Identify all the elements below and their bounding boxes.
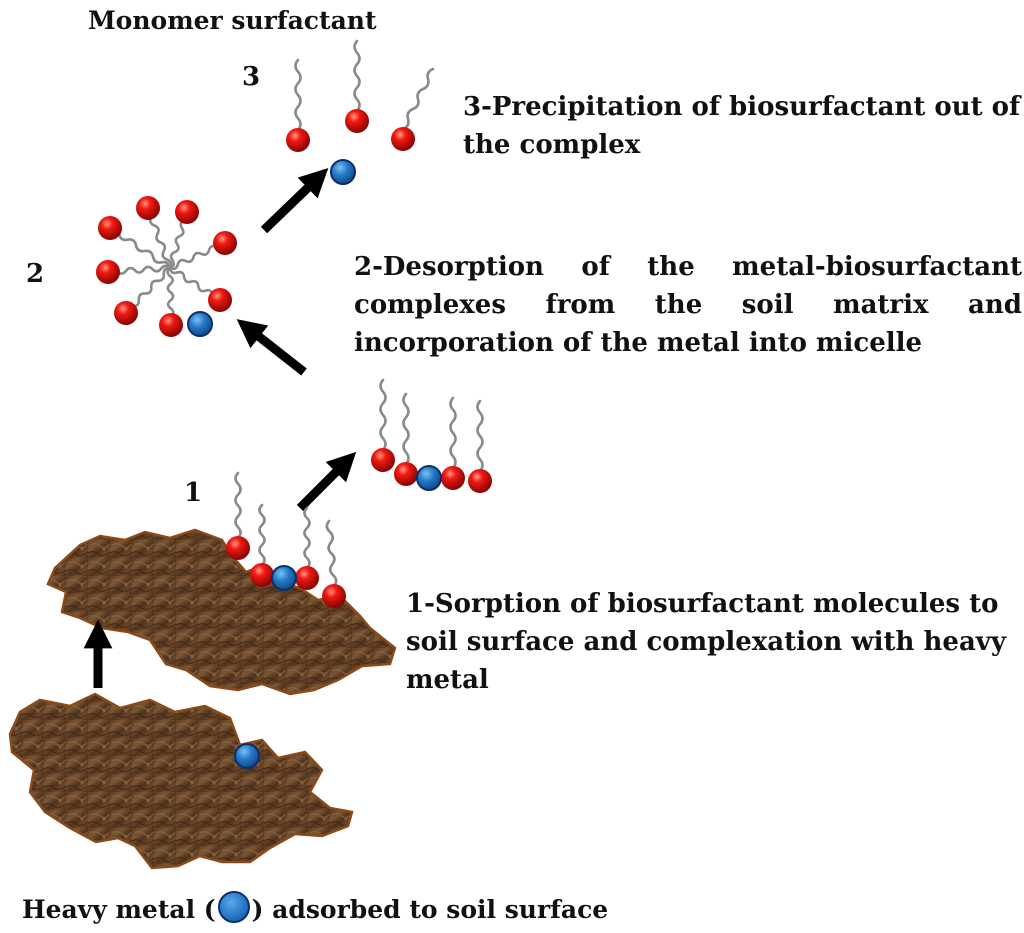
surfactant-tail xyxy=(294,58,302,132)
surfactant-head xyxy=(250,563,274,587)
surfactant-tail xyxy=(234,471,242,540)
surfactant-head xyxy=(468,469,492,493)
micelle-head xyxy=(213,231,237,255)
metal-ion-complex xyxy=(416,465,442,491)
micelle-head xyxy=(96,260,120,284)
step-3-number: 3 xyxy=(242,62,261,92)
micelle-tail xyxy=(117,232,172,270)
micelle-tail xyxy=(168,244,219,271)
arrow-step-2-from-complex xyxy=(236,319,307,376)
soil-particle-initial xyxy=(8,692,354,870)
surfactant-tail xyxy=(379,378,387,452)
surfactant-tail xyxy=(303,506,311,570)
surfactant-tail xyxy=(449,396,457,470)
step-3-description: 3-Precipitation of biosurfactant out of … xyxy=(463,92,1021,160)
surfactant-tails xyxy=(116,39,484,588)
micelle-head xyxy=(136,196,160,220)
metal-ion-in-micelle xyxy=(187,311,213,337)
caption-before: Heavy metal ( xyxy=(22,895,216,924)
surfactant-head xyxy=(441,466,465,490)
surfactant-head xyxy=(394,462,418,486)
micelle-head xyxy=(175,200,199,224)
surfactant-head xyxy=(226,536,250,560)
surfactant-head xyxy=(345,109,369,133)
surfactant-tail xyxy=(476,399,484,473)
step-1-description: 1-Sorption of biosurfactant molecules to… xyxy=(406,589,1007,695)
micelle-head xyxy=(98,216,122,240)
micelle-head xyxy=(159,313,183,337)
micelle-head xyxy=(208,288,232,312)
surfactant-head xyxy=(286,128,310,152)
surfactant-tail xyxy=(325,519,338,588)
micelle-tail xyxy=(168,219,186,270)
surfactant-head xyxy=(295,566,319,590)
micelle-tail xyxy=(166,266,175,318)
heavy-metal-caption: Heavy metal ( ) adsorbed to soil surface xyxy=(22,891,608,924)
step-1-number: 1 xyxy=(184,478,203,508)
surfactant-head xyxy=(391,127,415,151)
monomer-surfactant-title: Monomer surfactant xyxy=(88,6,377,35)
soil-particle-sorption xyxy=(46,528,397,696)
micelle-tail xyxy=(168,266,214,297)
surfactant-heads xyxy=(96,109,492,769)
surfactant-head xyxy=(322,584,346,608)
metal-ion-released xyxy=(330,159,356,185)
metal-ion-sorbed xyxy=(271,565,297,591)
micelle-head xyxy=(114,301,138,325)
surfactant-head xyxy=(371,448,395,472)
caption-after: ) adsorbed to soil surface xyxy=(251,895,609,924)
surfactant-tail xyxy=(402,392,410,466)
metal-legend-icon xyxy=(217,891,250,923)
surfactant-tail xyxy=(258,503,266,567)
step-2-description-rest: complexes from the soil matrix and incor… xyxy=(354,290,1022,358)
arrow-step-2-to-3 xyxy=(260,168,329,234)
micelle-tail xyxy=(148,215,173,270)
surfactant-tail xyxy=(353,39,361,113)
surfactant-tail xyxy=(401,67,435,131)
arrow-step-1-to-2 xyxy=(296,451,357,512)
step-2-description-line1: 2-Desorption of the metal-biosurfactant xyxy=(354,252,1022,282)
micelle-tail xyxy=(131,266,172,308)
metal-ion-adsorbed xyxy=(234,743,260,769)
step-2-number: 2 xyxy=(26,259,45,289)
micelle-tail xyxy=(116,264,172,275)
step-2-description: 2-Desorption of the metal-biosurfactant c… xyxy=(354,248,1022,362)
